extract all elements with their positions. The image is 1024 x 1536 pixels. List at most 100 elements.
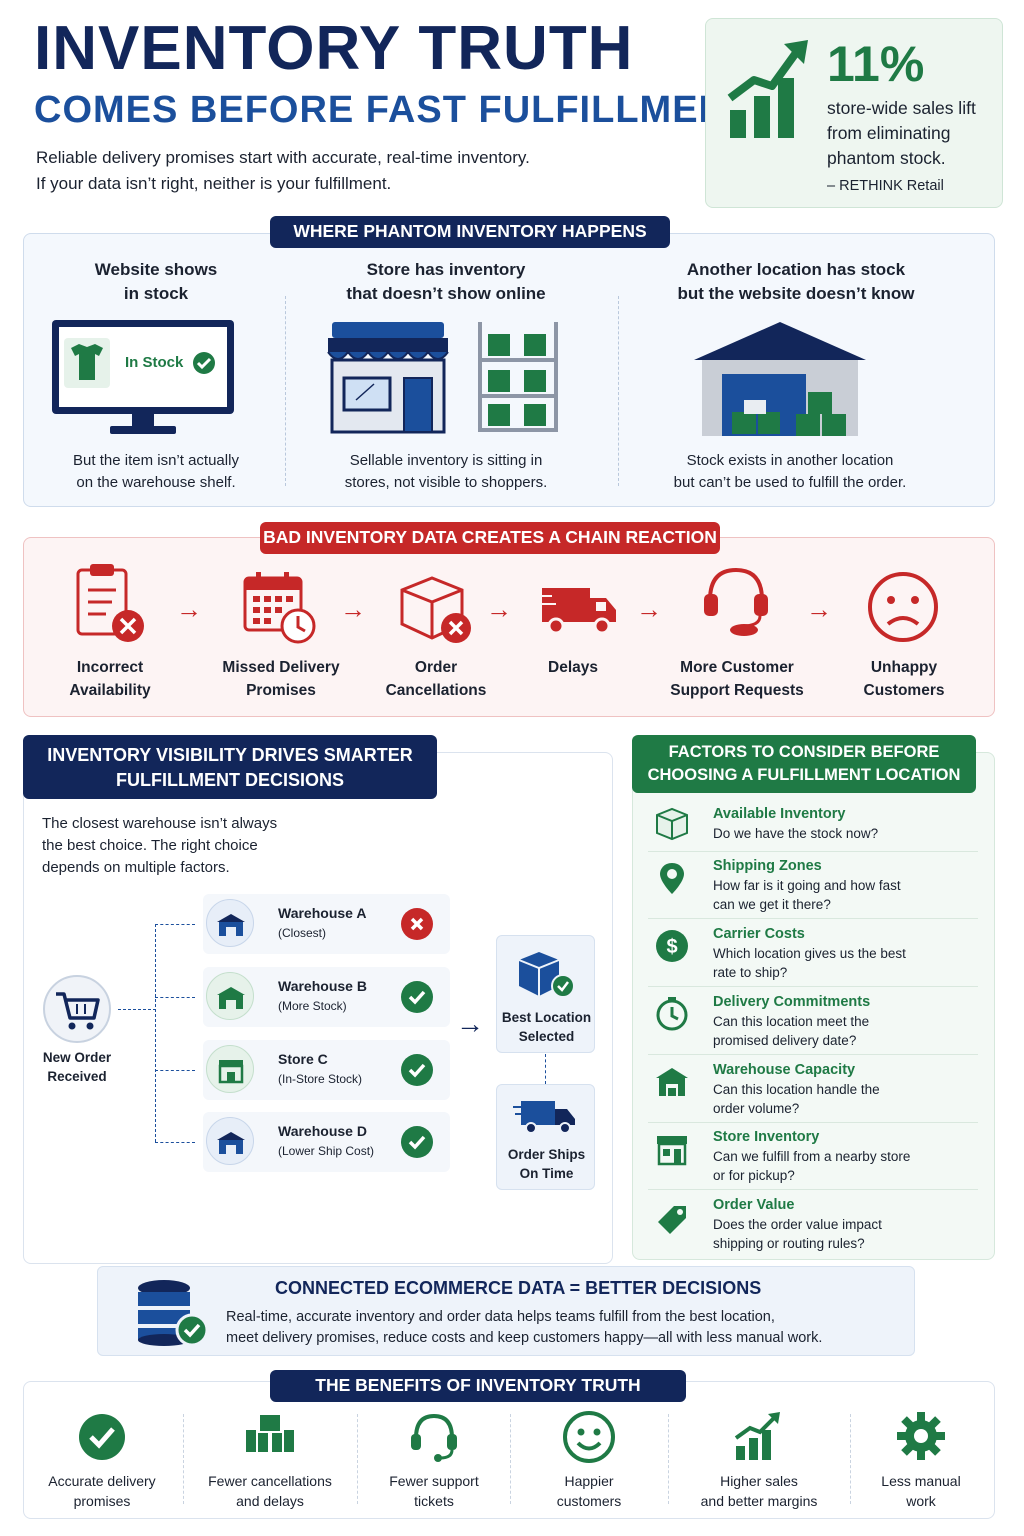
check-circle-icon: [79, 1414, 125, 1460]
phantom-col2-cap-2: stores, not visible to shoppers.: [344, 474, 548, 491]
location-card-store-c: Store C (In-Store Stock): [203, 1040, 450, 1100]
divider: [668, 1414, 669, 1504]
chain-step-4: Delays: [493, 656, 653, 679]
order-ships-line-1: Order Ships: [507, 1147, 586, 1162]
benefit-4-line-1: Happier: [564, 1473, 614, 1489]
benefits-section-title: THE BENEFITS OF INVENTORY TRUTH: [270, 1370, 686, 1402]
factors-section-title: FACTORS TO CONSIDER BEFORE CHOOSING A FU…: [632, 735, 976, 793]
phantom-col3-head-2: but the website doesn’t know: [677, 284, 915, 303]
benefit-2-line-1: Fewer cancellations: [208, 1473, 332, 1489]
check-icon: [401, 1126, 433, 1158]
chain-arrow: →: [340, 594, 366, 624]
to-best-arrow: →: [456, 1008, 484, 1039]
new-order-label: New Order Received: [30, 1048, 124, 1086]
phantom-col1-cap-1: But the item isn’t actually: [73, 452, 239, 469]
benefit-2-line-2: and delays: [236, 1493, 304, 1509]
divider: [357, 1414, 358, 1504]
connected-data-line-2: meet delivery promises, reduce costs and…: [226, 1330, 823, 1346]
stat-line-2: from eliminating: [827, 123, 951, 143]
in-stock-label: In Stock: [125, 354, 184, 371]
connected-data-line-1: Real-time, accurate inventory and order …: [226, 1309, 775, 1325]
warehouse-icon: [206, 899, 254, 947]
phantom-col1-caption: But the item isn’t actually on the wareh…: [36, 450, 276, 494]
phantom-col1-heading: Website shows in stock: [56, 258, 256, 306]
intro-line-2: If your data isn’t right, neither is you…: [36, 174, 392, 193]
chain-step-1-line-2: Availability: [69, 682, 151, 699]
stat-line-3: phantom stock.: [827, 148, 946, 168]
new-order-line-1: New Order: [42, 1050, 112, 1065]
chain-step-3-line-2: Cancellations: [385, 682, 487, 699]
warehouse-icon: [694, 322, 866, 436]
factor-desc: can we get it there?: [713, 897, 831, 912]
check-icon: [401, 981, 433, 1013]
warehouse-icon: [206, 1117, 254, 1165]
factor-title: Carrier Costs: [713, 926, 805, 942]
factor-title: Delivery Commitments: [713, 994, 871, 1010]
visibility-intro-3: depends on multiple factors.: [42, 859, 230, 876]
factor-desc: promised delivery date?: [713, 1033, 857, 1048]
connector-line: [155, 997, 195, 998]
phantom-col3-caption: Stock exists in another location but can…: [640, 450, 940, 494]
factors-title-line-2: CHOOSING A FULFILLMENT LOCATION: [647, 766, 961, 784]
phantom-col3-heading: Another location has stock but the websi…: [656, 258, 936, 306]
factor-title: Store Inventory: [713, 1129, 820, 1145]
connected-data-title: CONNECTED ECOMMERCE DATA = BETTER DECISI…: [275, 1278, 762, 1298]
factor-desc: shipping or routing rules?: [713, 1236, 865, 1251]
connector-line: [155, 924, 195, 925]
connector-line: [118, 1009, 156, 1010]
location-name: Warehouse A: [278, 905, 367, 921]
divider: [648, 1054, 978, 1055]
factor-title: Order Value: [713, 1197, 795, 1213]
benefit-2: Fewer cancellations and delays: [195, 1471, 345, 1511]
chain-section: [23, 537, 995, 717]
delivery-truck-icon: [538, 588, 616, 635]
order-ships-line-2: On Time: [519, 1166, 574, 1181]
happy-face-icon: [563, 1411, 615, 1463]
factor-desc: Which location gives us the best: [713, 946, 906, 961]
best-location-card: Best Location Selected: [496, 935, 595, 1053]
visibility-intro-2: the best choice. The right choice: [42, 837, 258, 854]
benefit-3-line-1: Fewer support: [389, 1473, 479, 1489]
x-icon: [401, 908, 433, 940]
divider: [648, 1189, 978, 1190]
stat-source: – RETHINK Retail: [827, 178, 944, 194]
chain-step-2-line-2: Promises: [246, 682, 316, 699]
connector-line: [545, 1054, 546, 1084]
truck-icon: [513, 1101, 575, 1134]
connected-data-banner: [97, 1266, 915, 1356]
connector-line: [155, 1142, 195, 1143]
visibility-intro-1: The closest warehouse isn’t always: [42, 815, 278, 832]
warehouse-icon: [206, 972, 254, 1020]
page-subtitle-heading: COMES BEFORE FAST FULFILLMENT: [34, 89, 752, 131]
store-icon: [657, 1136, 687, 1166]
chain-step-6-line-1: Unhappy: [870, 659, 938, 676]
location-card-warehouse-d: Warehouse D (Lower Ship Cost): [203, 1112, 450, 1172]
chain-arrow: →: [486, 594, 512, 624]
benefits-section: [23, 1381, 995, 1519]
visibility-title-line-1: INVENTORY VISIBILITY DRIVES SMARTER: [47, 745, 413, 765]
connector-line: [155, 924, 156, 1142]
warehouse-icon: [656, 1068, 688, 1096]
location-name: Store C: [278, 1051, 328, 1067]
phantom-col2-heading: Store has inventory that doesn’t show on…: [316, 258, 576, 306]
divider: [648, 1122, 978, 1123]
package-icon: [656, 807, 688, 841]
sales-growth-icon: [734, 1412, 780, 1460]
factor-desc: How far is it going and how fast: [713, 878, 901, 893]
connector-line: [155, 1070, 195, 1071]
stat-line-1: store-wide sales lift: [827, 98, 976, 118]
chain-arrow: →: [176, 594, 202, 624]
factors-title-line-1: FACTORS TO CONSIDER BEFORE: [668, 743, 940, 761]
divider: [648, 986, 978, 987]
headset-icon: [411, 1413, 457, 1462]
phantom-col2-cap-1: Sellable inventory is sitting in: [349, 452, 543, 469]
chain-arrow: →: [636, 594, 662, 624]
